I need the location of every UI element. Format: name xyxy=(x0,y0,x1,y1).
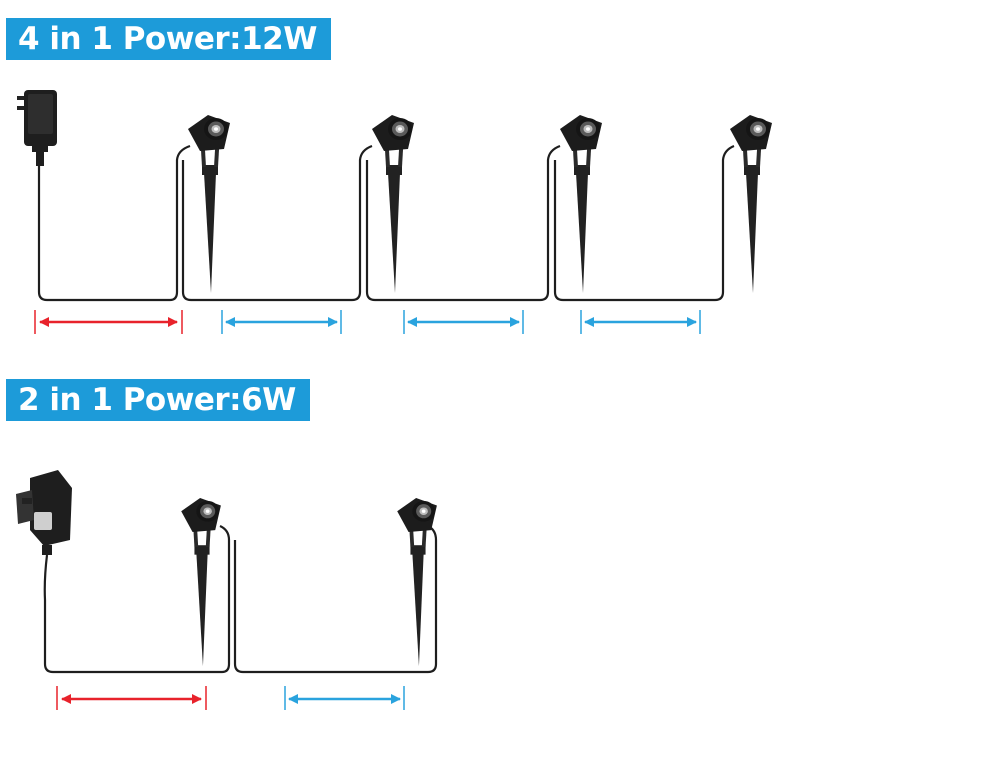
garden-spotlight-icon xyxy=(181,498,221,667)
section-title-2-in-1: 2 in 1 Power:6W xyxy=(6,379,310,421)
extension-cable-length-arrow xyxy=(284,686,405,710)
garden-spotlight-icon xyxy=(188,115,230,293)
section-title-4-in-1: 4 in 1 Power:12W xyxy=(6,18,331,60)
garden-spotlight-icon xyxy=(560,115,602,293)
power-cable-length-arrow xyxy=(56,686,207,710)
uk-plug-adapter-icon xyxy=(16,470,72,555)
extension-cable-length-arrow xyxy=(221,310,342,334)
power-cable xyxy=(43,524,438,674)
us-plug-adapter-icon xyxy=(17,90,57,166)
power-cable-length-arrow xyxy=(34,310,183,334)
garden-spotlight-icon xyxy=(730,115,772,293)
extension-cable-length-arrow xyxy=(403,310,524,334)
power-cable xyxy=(37,144,735,302)
garden-spotlight-icon xyxy=(372,115,414,293)
extension-cable-length-arrow xyxy=(580,310,701,334)
garden-spotlight-icon xyxy=(397,498,437,667)
